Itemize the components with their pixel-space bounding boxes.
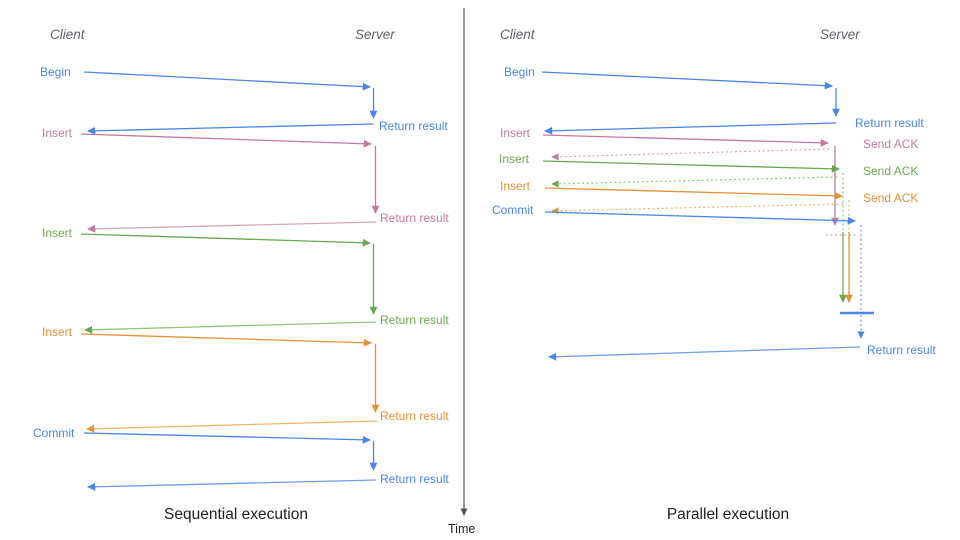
par-insert1-request-line	[542, 134, 830, 147]
par-begin-result-label: Return result	[855, 116, 924, 130]
seq-op-begin: Begin Return result	[40, 65, 448, 135]
seq-commit-request-line	[83, 432, 372, 444]
par-insert3-ack-label: Send ACK	[863, 191, 918, 205]
seq-commit-label: Commit	[33, 426, 75, 440]
par-op-insert-2: Insert Send ACK	[499, 152, 918, 304]
seq-server-header: Server	[355, 27, 395, 42]
par-server-header: Server	[820, 27, 860, 42]
seq-op-insert-2: Insert Return result	[42, 226, 449, 334]
par-insert2-request-line	[542, 160, 841, 173]
seq-insert3-response-line	[85, 420, 378, 433]
seq-op-insert-1: Insert Return result	[42, 126, 449, 233]
par-insert2-ack-line	[551, 176, 838, 188]
seq-insert2-result-label: Return result	[380, 313, 449, 327]
seq-insert3-result-label: Return result	[380, 409, 449, 423]
sequential-diagram: Client Server Begin Return result Insert…	[33, 27, 449, 523]
seq-insert1-request-line	[80, 133, 373, 148]
par-commit-request-line	[544, 211, 857, 225]
seq-insert2-label: Insert	[42, 226, 73, 240]
par-op-insert-3: Insert Send ACK	[500, 179, 918, 304]
parallel-diagram: Client Server Begin Return result Insert…	[492, 27, 936, 523]
par-op-insert-1: Insert Send ACK	[500, 126, 918, 227]
parallel-title: Parallel execution	[667, 506, 789, 523]
time-axis: Time	[448, 8, 475, 536]
seq-begin-label: Begin	[40, 65, 71, 79]
seq-client-header: Client	[50, 27, 86, 42]
seq-insert3-label: Insert	[42, 325, 73, 339]
seq-commit-response-line	[86, 479, 377, 491]
par-insert1-ack-line	[551, 148, 830, 161]
seq-op-commit: Commit Return result	[33, 426, 449, 491]
par-begin-response-line	[543, 122, 837, 135]
par-commit-response-line	[547, 346, 861, 361]
seq-insert1-response-line	[86, 221, 377, 233]
par-insert2-ack-label: Send ACK	[863, 164, 918, 178]
seq-insert1-result-label: Return result	[380, 211, 449, 225]
par-insert3-request-line	[544, 187, 844, 200]
par-commit-result-label: Return result	[867, 343, 936, 357]
seq-insert1-label: Insert	[42, 126, 73, 140]
par-op-commit: Commit Return result	[492, 203, 936, 361]
par-begin-label: Begin	[504, 65, 535, 79]
seq-insert3-request-line	[80, 333, 373, 347]
par-insert1-ack-label: Send ACK	[863, 137, 918, 151]
par-insert3-label: Insert	[500, 179, 531, 193]
seq-begin-request-line	[83, 71, 372, 91]
seq-commit-result-label: Return result	[380, 472, 449, 486]
par-insert3-ack-line	[551, 203, 844, 215]
par-insert2-label: Insert	[499, 152, 530, 166]
time-axis-label: Time	[448, 522, 475, 536]
seq-insert2-request-line	[80, 233, 372, 247]
seq-insert2-response-line	[83, 321, 377, 334]
sequential-title: Sequential execution	[164, 506, 308, 523]
seq-begin-response-line	[86, 123, 374, 135]
par-commit-label: Commit	[492, 203, 534, 217]
seq-op-insert-3: Insert Return result	[42, 325, 449, 433]
par-op-begin: Begin Return result	[504, 65, 924, 135]
seq-begin-result-label: Return result	[379, 119, 448, 133]
par-begin-request-line	[541, 71, 834, 90]
par-insert1-label: Insert	[500, 126, 531, 140]
par-client-header: Client	[500, 27, 536, 42]
